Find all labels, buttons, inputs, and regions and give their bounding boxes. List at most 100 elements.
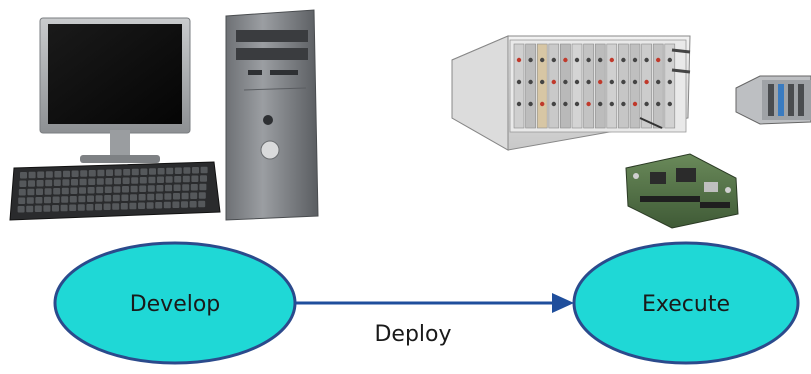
keyboard-key [37,171,45,178]
keyboard-key [114,169,122,176]
keyboard-key [53,179,61,186]
keyboard-key [103,203,111,210]
keyboard-key [182,175,190,183]
pxi-connector [644,79,649,85]
pxi-connector [540,79,545,85]
keyboard-key [192,167,199,174]
keyboard-key [60,204,68,212]
keyboard-key [18,197,26,204]
pxi-connector [598,57,603,63]
keyboard-key [44,188,52,195]
keyboard-key [26,205,34,213]
pxi-connector [574,57,580,63]
pxi-connector [667,79,672,85]
desktop-monitor-icon [39,17,191,163]
keyboard-key [146,202,154,209]
keyboard-key [190,184,198,191]
keyboard-key [172,201,180,208]
keyboard-key [35,197,43,204]
keyboard-key [163,201,171,209]
pxi-connector [586,101,591,107]
keyboard-key [157,168,165,175]
keyboard-key [189,201,197,208]
keyboard-key [200,175,207,182]
keyboard-key [104,186,112,193]
keyboard-key [174,176,182,183]
keyboard-key [70,187,78,194]
deploy-label: Deploy [374,322,451,347]
pc-tower-icon [225,9,319,221]
keyboard-key [190,192,198,199]
execute-label: Execute [642,292,730,317]
pxi-connector [632,101,638,107]
keyboard-key [69,196,77,203]
pxi-connector [609,79,614,85]
keyboard-key [17,206,25,213]
pxi-module-slot [606,43,618,129]
keyboard-key [88,170,96,177]
keyboard-key [198,200,206,208]
pxi-module-slot [513,43,525,129]
keyboard-key [199,183,207,191]
keyboard-key [112,203,120,210]
keyboard-key [52,196,60,203]
keyboard-key [157,176,164,183]
pxi-module-slot [664,43,676,129]
keyboard-key [123,169,131,176]
keyboard-key [79,187,86,194]
pxi-connector [621,79,626,85]
keyboard-key [28,171,36,179]
keyboard-key [138,194,146,201]
pxi-connector [586,57,591,63]
keyboard-key [165,184,172,192]
keyboard-key [77,204,85,211]
keyboard-key [18,189,26,196]
pxi-connector [528,79,533,85]
pxi-connector [574,79,580,85]
pxi-connector [551,79,556,85]
keyboard-key [97,169,105,177]
pxi-connector [632,57,638,63]
keyboard-key [138,202,145,209]
keyboard-key [80,170,88,177]
keyboard-key [88,178,96,185]
pxi-connector [574,101,580,107]
keyboard-key [149,168,156,175]
keyboard-key [19,180,27,187]
pxi-connector [563,101,568,107]
keyboard-key [183,167,191,174]
pxi-connector [644,57,649,63]
pxi-connector [667,101,672,107]
keyboard-key [131,177,139,184]
keyboard-key [62,179,70,186]
keyboard-key [173,184,181,191]
keyboard-key [43,205,51,212]
pxi-module-slot [629,43,641,129]
keyboard-key [95,195,103,202]
keyboard-key [131,168,139,176]
keyboard-key [156,185,164,192]
keyboard-key [173,193,180,200]
keyboard-key [53,188,61,195]
pxi-connector [528,57,533,63]
pxi-connector [598,101,603,107]
pxi-module-slot [560,43,571,129]
keyboard-key [164,193,172,200]
pxi-connector [667,57,672,63]
keyboard-key [20,172,27,179]
keyboard-key [113,186,121,193]
pxi-connector [540,101,545,107]
keyboard-key [139,177,147,184]
pxi-connector [656,57,661,63]
keyboard-key [52,205,59,212]
pxi-connector [551,101,556,107]
keyboard-key [147,185,155,192]
keyboard-key [120,203,128,210]
circuit-board-icon [625,153,739,229]
pxi-module-slot [641,43,652,129]
pxi-connector [516,79,522,85]
keyboard-key [191,175,199,182]
keyboard-key [166,167,174,175]
keyboard-key [174,167,182,174]
